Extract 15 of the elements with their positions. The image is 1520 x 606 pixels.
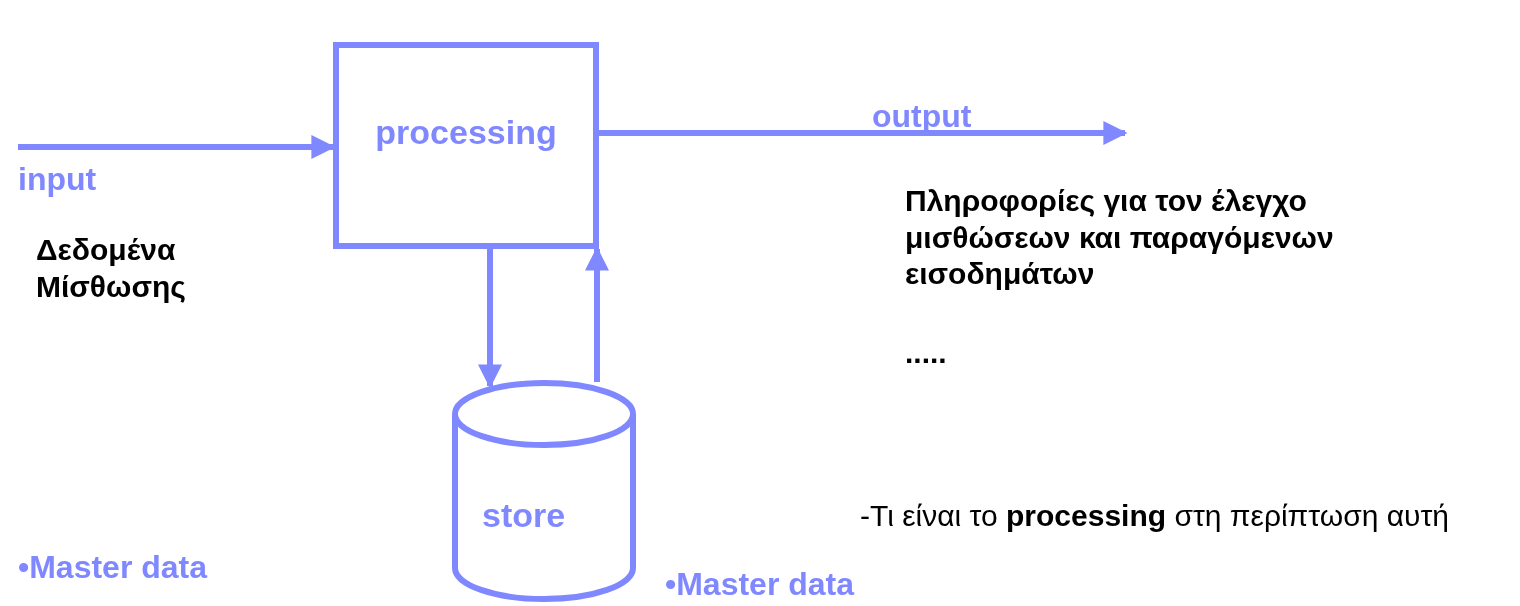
node-label: store: [482, 495, 566, 537]
bullet-text: •Master data: [665, 565, 855, 604]
arrow: [599, 121, 1128, 145]
arrow: [18, 135, 336, 159]
edge-label: output: [872, 97, 972, 136]
node-label: processing: [375, 112, 557, 153]
description-text: Πληροφορίες για τον έλεγχο μισθώσεων και παραγόμενων εισοδημάτων: [905, 183, 1335, 293]
bullet-text: •Master data: [18, 548, 208, 587]
arrow: [478, 249, 502, 389]
question-text: -Τι είναι το processing στη περίπτωση αυτή: [860, 498, 1449, 534]
input-label: input: [18, 160, 97, 199]
arrow: [585, 246, 609, 382]
ellipsis-text: .....: [905, 335, 947, 371]
process-box: [333, 42, 599, 249]
description-text: Δεδομένα Μίσθωσης: [36, 232, 187, 305]
